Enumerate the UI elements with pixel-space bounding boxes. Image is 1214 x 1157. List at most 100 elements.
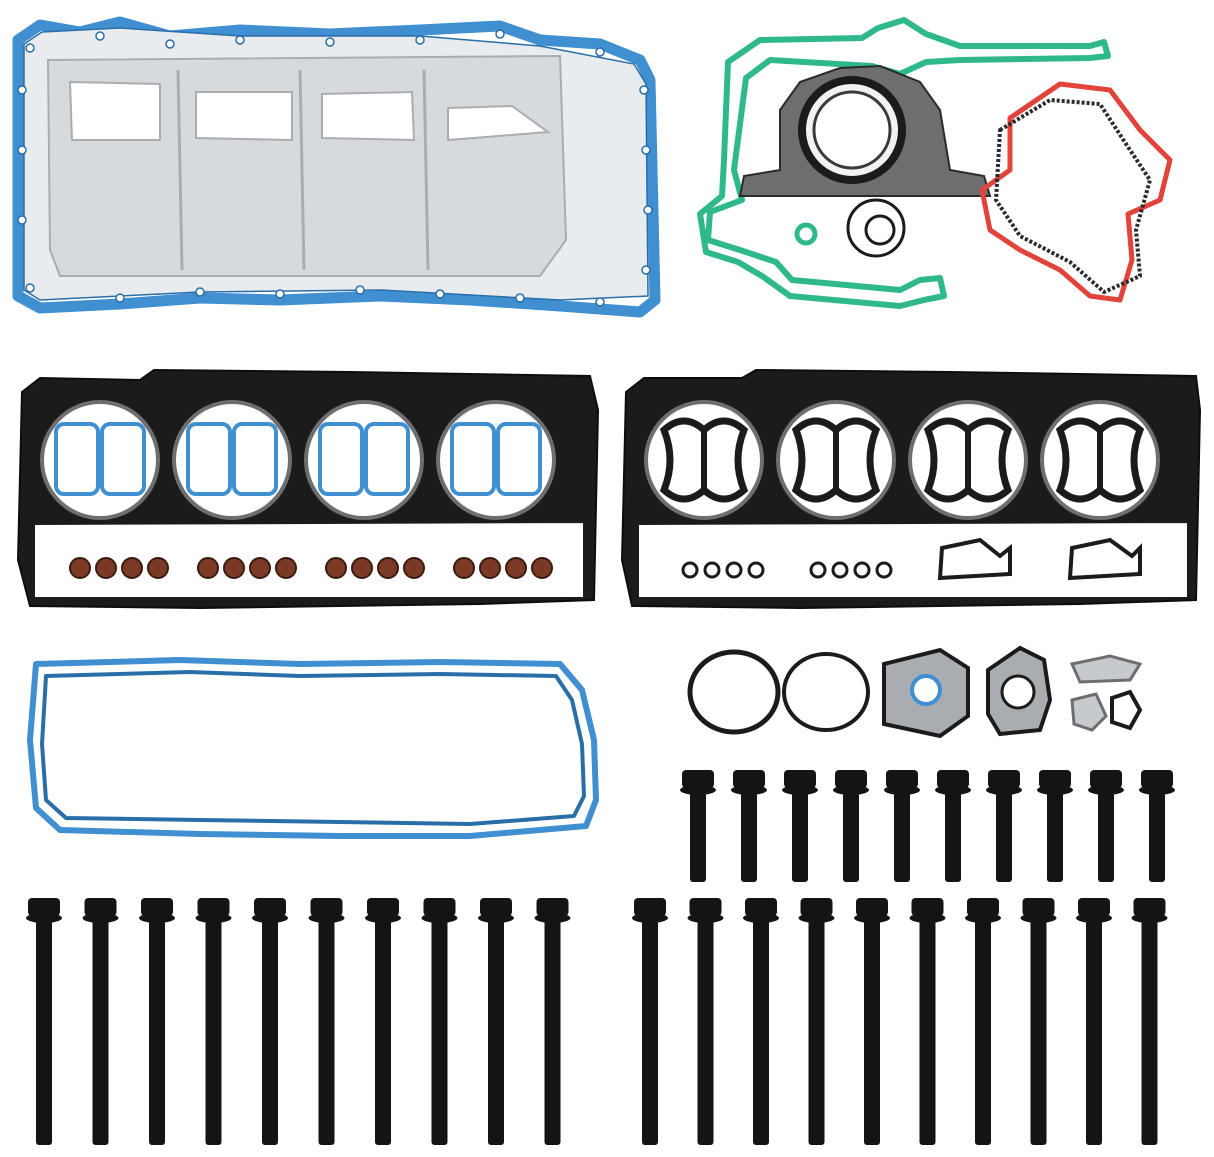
head-bolt	[1088, 770, 1124, 882]
bolt-flange	[139, 913, 175, 923]
bolt-hole	[235, 35, 245, 45]
bolt-flange	[1088, 785, 1124, 795]
head-bolt	[731, 770, 767, 882]
bolt-flange	[687, 913, 724, 923]
intake-seal	[54, 422, 100, 496]
valve-stem-seal	[351, 557, 373, 579]
bolt-shank	[642, 920, 658, 1145]
short-head-bolts	[680, 770, 1175, 882]
small-o-ring	[681, 561, 699, 579]
small-o-ring	[809, 561, 827, 579]
bolt-hole	[17, 215, 27, 225]
head-bolt	[854, 898, 890, 1145]
bolt-shank	[1086, 920, 1102, 1145]
bolt-flange	[534, 913, 571, 923]
head-bolt	[421, 898, 458, 1145]
head-bolt	[965, 898, 1001, 1145]
bolt-hole	[641, 145, 651, 155]
bolt-head	[197, 898, 230, 916]
small-o-ring	[725, 561, 743, 579]
intake-seal	[496, 422, 542, 496]
small-o-ring	[875, 561, 893, 579]
bolt-head	[367, 898, 399, 916]
bolt-head	[689, 898, 722, 916]
bolt-flange	[1076, 913, 1112, 923]
bolt-hole	[195, 287, 205, 297]
small-o-ring	[831, 561, 849, 579]
head-bolt	[1131, 898, 1168, 1145]
head-bolt	[365, 898, 401, 1145]
large-o-ring	[782, 652, 870, 732]
bolt-head	[1078, 898, 1110, 916]
bolt-head	[423, 898, 456, 916]
valve-stem-seal	[531, 557, 553, 579]
bolt-flange	[909, 913, 946, 923]
bolt-flange	[1131, 913, 1168, 923]
valve-stem-seals	[69, 557, 553, 579]
head-bolt	[308, 898, 345, 1145]
bolt-flange	[798, 913, 835, 923]
head-bolt	[632, 898, 668, 1145]
valve-stem-seal	[479, 557, 501, 579]
head-bolt	[687, 898, 724, 1145]
bolt-hole	[595, 297, 605, 307]
small-o-ring	[853, 561, 871, 579]
intake-seal	[100, 422, 146, 496]
bolt-shank	[1141, 920, 1158, 1145]
bolt-shank	[1149, 792, 1165, 882]
bolt-flange	[82, 913, 119, 923]
small-o-rings	[681, 561, 893, 579]
bolt-flange	[1020, 913, 1057, 923]
bolt-hole	[17, 85, 27, 95]
oil-pan-bolt-holes	[17, 29, 653, 307]
bolt-head	[988, 770, 1020, 788]
bolt-hole	[495, 29, 505, 39]
head-bolt	[986, 770, 1022, 882]
bolt-shank	[262, 920, 278, 1145]
head-bolt	[195, 898, 232, 1145]
bolt-shank	[1098, 792, 1114, 882]
head-bolt	[478, 898, 514, 1145]
valve-stem-seal	[223, 557, 245, 579]
bolt-hole	[355, 285, 365, 295]
valve-stem-seal	[377, 557, 399, 579]
bolt-shank	[792, 792, 808, 882]
bolt-flange	[1139, 785, 1175, 795]
bolt-shank	[843, 792, 859, 882]
bolt-hole	[325, 37, 335, 47]
bolt-head	[1090, 770, 1122, 788]
bolt-head	[1022, 898, 1055, 916]
bolt-hole	[643, 205, 653, 215]
intake-seal	[364, 422, 410, 496]
valve-stem-seal	[249, 557, 271, 579]
large-o-ring	[687, 649, 781, 735]
bolt-hole	[165, 39, 175, 49]
bolt-flange	[731, 785, 767, 795]
bolt-shank	[741, 792, 757, 882]
small-o-ring	[703, 561, 721, 579]
bolt-flange	[1037, 785, 1073, 795]
bolt-flange	[965, 913, 1001, 923]
head-bolt	[1020, 898, 1057, 1145]
bolt-head	[800, 898, 833, 916]
valve-stem-seal	[325, 557, 347, 579]
bolt-flange	[632, 913, 668, 923]
bolt-hole	[641, 265, 651, 275]
head-bolt	[252, 898, 288, 1145]
bolt-shank	[318, 920, 335, 1145]
valve-stem-seal	[403, 557, 425, 579]
bolt-flange	[308, 913, 345, 923]
bolt-head	[141, 898, 173, 916]
head-bolt	[82, 898, 119, 1145]
bolt-flange	[743, 913, 779, 923]
bolt-shank	[544, 920, 561, 1145]
bolt-shank	[919, 920, 936, 1145]
bolt-shank	[1030, 920, 1047, 1145]
bolt-flange	[935, 785, 971, 795]
head-bolt	[26, 898, 62, 1145]
bolt-hole	[435, 289, 445, 299]
bolt-head	[254, 898, 286, 916]
bolt-flange	[854, 913, 890, 923]
bolt-head	[682, 770, 714, 788]
